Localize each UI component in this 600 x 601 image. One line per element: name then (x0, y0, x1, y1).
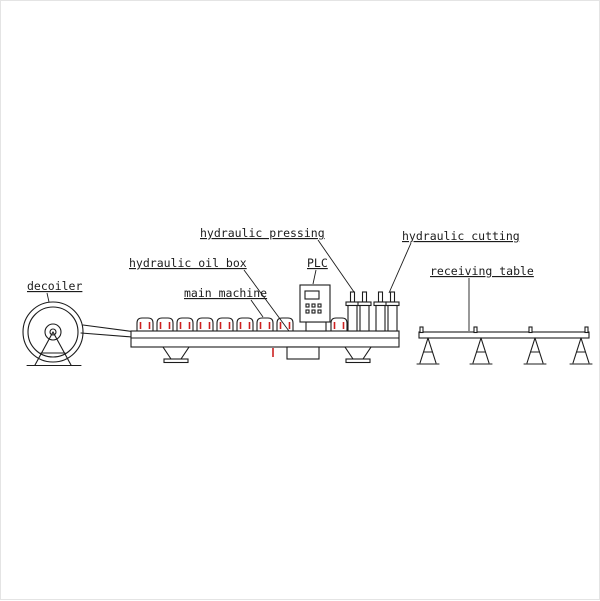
hydraulic-oil-box-drawing (286, 346, 320, 360)
cutting-cylinder (385, 291, 400, 332)
roller-stand (216, 317, 234, 332)
decoiler-leg-left (34, 331, 54, 366)
plc-button (311, 309, 316, 314)
roller-stand (236, 317, 254, 332)
labels: decoiler hydraulic oil box main machine … (27, 226, 534, 300)
plc-button (317, 303, 322, 308)
roller-stand (136, 317, 154, 332)
label-decoiler: decoiler (27, 279, 82, 293)
hydraulic-units-drawing (345, 291, 400, 332)
cutting-cylinder (373, 291, 388, 332)
roller-stand (156, 317, 174, 332)
roller-stand (330, 317, 348, 332)
table-leg (469, 337, 493, 365)
table-leg (416, 337, 440, 365)
table-stop-tick (473, 326, 478, 334)
machine-foot-left-plate (163, 358, 189, 364)
pressing-cylinder (357, 291, 372, 332)
coil-inner-circle (27, 306, 79, 358)
plc-button (311, 303, 316, 308)
plc-pedestal (305, 321, 327, 332)
plc-drawing (299, 284, 331, 332)
coil-outer-circle (22, 301, 84, 363)
table-stop-tick (419, 326, 424, 334)
plc-button (317, 309, 322, 314)
table-leg (523, 337, 547, 365)
table-stop-tick (528, 326, 533, 334)
leader-decoiler (46, 292, 50, 303)
coil-axle-circle (49, 328, 57, 336)
leader-hydraulic-cutting (388, 242, 412, 294)
table-rail (418, 331, 590, 339)
steel-strip-top (82, 324, 133, 333)
decoiler-drawing (22, 301, 133, 367)
machine-bed (130, 330, 400, 348)
label-hydraulic-oil-box: hydraulic oil box (129, 256, 247, 270)
steel-strip-bottom (80, 332, 133, 338)
receiving-table-drawing (416, 326, 593, 365)
plc-button (305, 309, 310, 314)
roller-stand (176, 317, 194, 332)
roller-stand (276, 317, 294, 332)
machine-foot-left (161, 346, 191, 360)
table-leg (569, 337, 593, 365)
main-machine-drawing (130, 317, 400, 364)
label-main-machine: main machine (184, 286, 267, 300)
plc-screen (304, 290, 320, 300)
decoiler-leg-right (52, 331, 72, 366)
plc-button (305, 303, 310, 308)
pressing-cylinder (345, 291, 360, 332)
label-plc: PLC (307, 256, 328, 270)
machine-foot-right-plate (345, 358, 371, 364)
label-hydraulic-cutting: hydraulic cutting (402, 229, 520, 243)
table-stop-tick (584, 326, 589, 334)
label-receiving-table: receiving table (430, 264, 534, 278)
label-hydraulic-pressing: hydraulic pressing (200, 226, 325, 240)
coil-hub-circle (44, 323, 62, 341)
roller-stand (196, 317, 214, 332)
leader-main-machine (250, 299, 264, 318)
leader-hydraulic-pressing (317, 239, 355, 293)
roller-stand (256, 317, 274, 332)
machine-foot-right (343, 346, 373, 360)
leader-plc (312, 269, 317, 285)
